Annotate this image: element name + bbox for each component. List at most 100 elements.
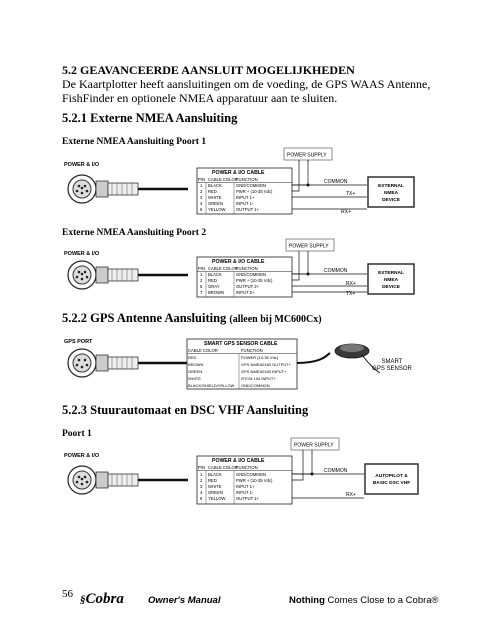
cell-color: BLACK bbox=[208, 272, 222, 277]
autopilot-section-title: 5.2.3 Stuurautomaat en DSC VHF Aansluiti… bbox=[62, 403, 309, 417]
page-number: 56 bbox=[62, 588, 73, 600]
cell-function: GPS NMEA0183 OUTPUT+ bbox=[241, 362, 292, 367]
cell-function: GPS NMEA0183 INPUT+ bbox=[241, 369, 287, 374]
cell-function: OUTPUT 1+ bbox=[236, 496, 260, 501]
footer-slogan: Nothing Comes Close to a Cobra® bbox=[289, 595, 439, 606]
cell-color: GREEN bbox=[208, 201, 223, 206]
cell-function: GND/COMMON bbox=[236, 183, 266, 188]
device-label: BASIC DSC VHF bbox=[373, 480, 410, 486]
cell-pin: 6 bbox=[200, 496, 203, 501]
cell-pin: 2 bbox=[200, 278, 203, 283]
cell-pin: 7 bbox=[200, 290, 203, 295]
device-label: DEVICE bbox=[382, 197, 401, 203]
power-io-label: POWER & I/O bbox=[64, 453, 100, 459]
col-pin: PIN bbox=[198, 465, 205, 470]
cell-color: RED bbox=[208, 478, 217, 483]
gps-port-label: GPS PORT bbox=[64, 339, 93, 345]
col-function: FUNCTION bbox=[236, 266, 258, 271]
cell-color: BROWN bbox=[208, 290, 224, 295]
tx-label: TX+ bbox=[346, 191, 355, 197]
tx-label: TX+ bbox=[346, 291, 355, 297]
round-connector-icon bbox=[67, 260, 188, 290]
cable-table: POWER & I/O CABLE PIN CABLE COLOR FUNCTI… bbox=[196, 455, 293, 505]
cable-title: SMART GPS SENSOR CABLE bbox=[204, 341, 278, 347]
cell-color: RED bbox=[208, 278, 217, 283]
gps-sensor-icon bbox=[334, 343, 381, 374]
common-label: COMMON bbox=[324, 268, 348, 274]
nmea-port1-diagram: POWER & I/O POWER & I/O CABLE PIN CABLE … bbox=[62, 145, 432, 220]
cell-function: INPUT 1+ bbox=[236, 484, 255, 489]
cell-function: RTCM 104 INPUT+ bbox=[241, 376, 276, 381]
col-color: CABLE COLOR bbox=[208, 266, 238, 271]
slogan-bold: Nothing bbox=[289, 595, 325, 606]
round-connector-icon bbox=[67, 174, 188, 204]
cell-function: PWR + (10-35 Vdc) bbox=[236, 478, 273, 483]
cell-color: BLACK bbox=[208, 183, 222, 188]
device-label: NMEA bbox=[384, 190, 399, 196]
common-label: COMMON bbox=[324, 468, 348, 474]
device-label: AUTOPILOT & bbox=[375, 473, 408, 479]
cell-pin: 3 bbox=[200, 195, 203, 200]
cell-pin: 4 bbox=[200, 201, 203, 206]
cable-title: POWER & I/O CABLE bbox=[212, 259, 265, 265]
cell-pin: 1 bbox=[200, 472, 203, 477]
page-heading: 5.2 GEAVANCEERDE AANSLUIT MOGELIJKHEDEN bbox=[62, 63, 355, 77]
gps-section-title: 5.2.2 GPS Antenne Aansluiting (alleen bi… bbox=[62, 311, 322, 326]
cell-color: WHITE bbox=[188, 376, 201, 381]
cell-function: INPUT 1+ bbox=[236, 195, 255, 200]
autopilot-diagram: POWER & I/O POWER & I/O CABLE PIN CABLE … bbox=[62, 436, 432, 510]
round-connector-icon bbox=[67, 465, 188, 495]
cell-pin: 4 bbox=[200, 490, 203, 495]
gps-title-text: 5.2.2 GPS Antenne Aansluiting bbox=[62, 311, 227, 325]
nmea-port2-diagram: POWER & I/O POWER & I/O CABLE PIN CABLE … bbox=[62, 237, 432, 303]
gps-antenna-diagram: GPS PORT SMART GPS SENSOR CABLE CABLE CO… bbox=[62, 333, 432, 393]
cell-color: BLACK/SHIELD/YELLOW bbox=[188, 383, 235, 388]
cell-color: WHITE bbox=[208, 484, 222, 489]
port2-title: Externe NMEA Aansluiting Poort 2 bbox=[62, 228, 207, 238]
common-label: COMMON bbox=[324, 179, 348, 185]
cell-color: GREEN bbox=[208, 490, 223, 495]
cell-color: BLACK bbox=[208, 472, 222, 477]
round-connector-icon bbox=[67, 348, 188, 378]
nmea-section-title: 5.2.1 Externe NMEA Aansluiting bbox=[62, 111, 238, 125]
cell-function: OUTPUT 1+ bbox=[236, 207, 260, 212]
cell-pin: 1 bbox=[200, 272, 203, 277]
cell-color: BROWN bbox=[188, 362, 203, 367]
cell-color: GRAY bbox=[208, 284, 220, 289]
cell-color: WHITE bbox=[208, 195, 222, 200]
port1-title: Externe NMEA Aansluiting Poort 1 bbox=[62, 137, 207, 147]
cell-pin: 1 bbox=[200, 183, 203, 188]
cell-color: YELLOW bbox=[208, 496, 226, 501]
power-supply-label: POWER SUPPLY bbox=[294, 443, 334, 449]
cell-function: INPUT 1- bbox=[236, 201, 254, 206]
col-function: FUNCTION bbox=[241, 348, 263, 353]
col-pin: PIN bbox=[198, 266, 205, 271]
sensor-label: SMART bbox=[382, 359, 403, 365]
device-label: DEVICE bbox=[382, 284, 401, 290]
device-label: NMEA bbox=[384, 277, 399, 283]
cell-function: INPUT 2+ bbox=[236, 290, 255, 295]
rx-label: RX+ bbox=[346, 492, 356, 498]
owners-manual-label: Owner's Manual bbox=[148, 595, 221, 606]
col-color: CABLE COLOR bbox=[188, 348, 218, 353]
cell-pin: 6 bbox=[200, 207, 203, 212]
intro-paragraph: De Kaartplotter heeft aansluitingen om d… bbox=[62, 77, 431, 105]
cell-function: GND/COMMON bbox=[241, 383, 270, 388]
logo-text: Cobra bbox=[85, 591, 124, 607]
col-function: FUNCTION bbox=[236, 465, 258, 470]
device-label: EXTERNAL bbox=[378, 270, 404, 276]
cobra-logo: §Cobra bbox=[80, 591, 124, 608]
cell-function: PWR + (10-35 Vdc) bbox=[236, 278, 273, 283]
cell-pin: 2 bbox=[200, 189, 203, 194]
cell-function: GND/COMMON bbox=[236, 272, 266, 277]
cell-function: OUTPUT 2+ bbox=[236, 284, 260, 289]
cell-function: PWR + (10-35 Vdc) bbox=[236, 189, 273, 194]
cell-pin: 5 bbox=[200, 284, 203, 289]
rx-label: RX+ bbox=[341, 209, 351, 215]
rx-label: RX+ bbox=[346, 281, 356, 287]
gps-title-note: (alleen bij MC600Cx) bbox=[229, 314, 322, 325]
cell-pin: 3 bbox=[200, 484, 203, 489]
cell-color: RED bbox=[208, 189, 217, 194]
cell-function: GND/COMMON bbox=[236, 472, 266, 477]
cable-title: POWER & I/O CABLE bbox=[212, 170, 265, 176]
